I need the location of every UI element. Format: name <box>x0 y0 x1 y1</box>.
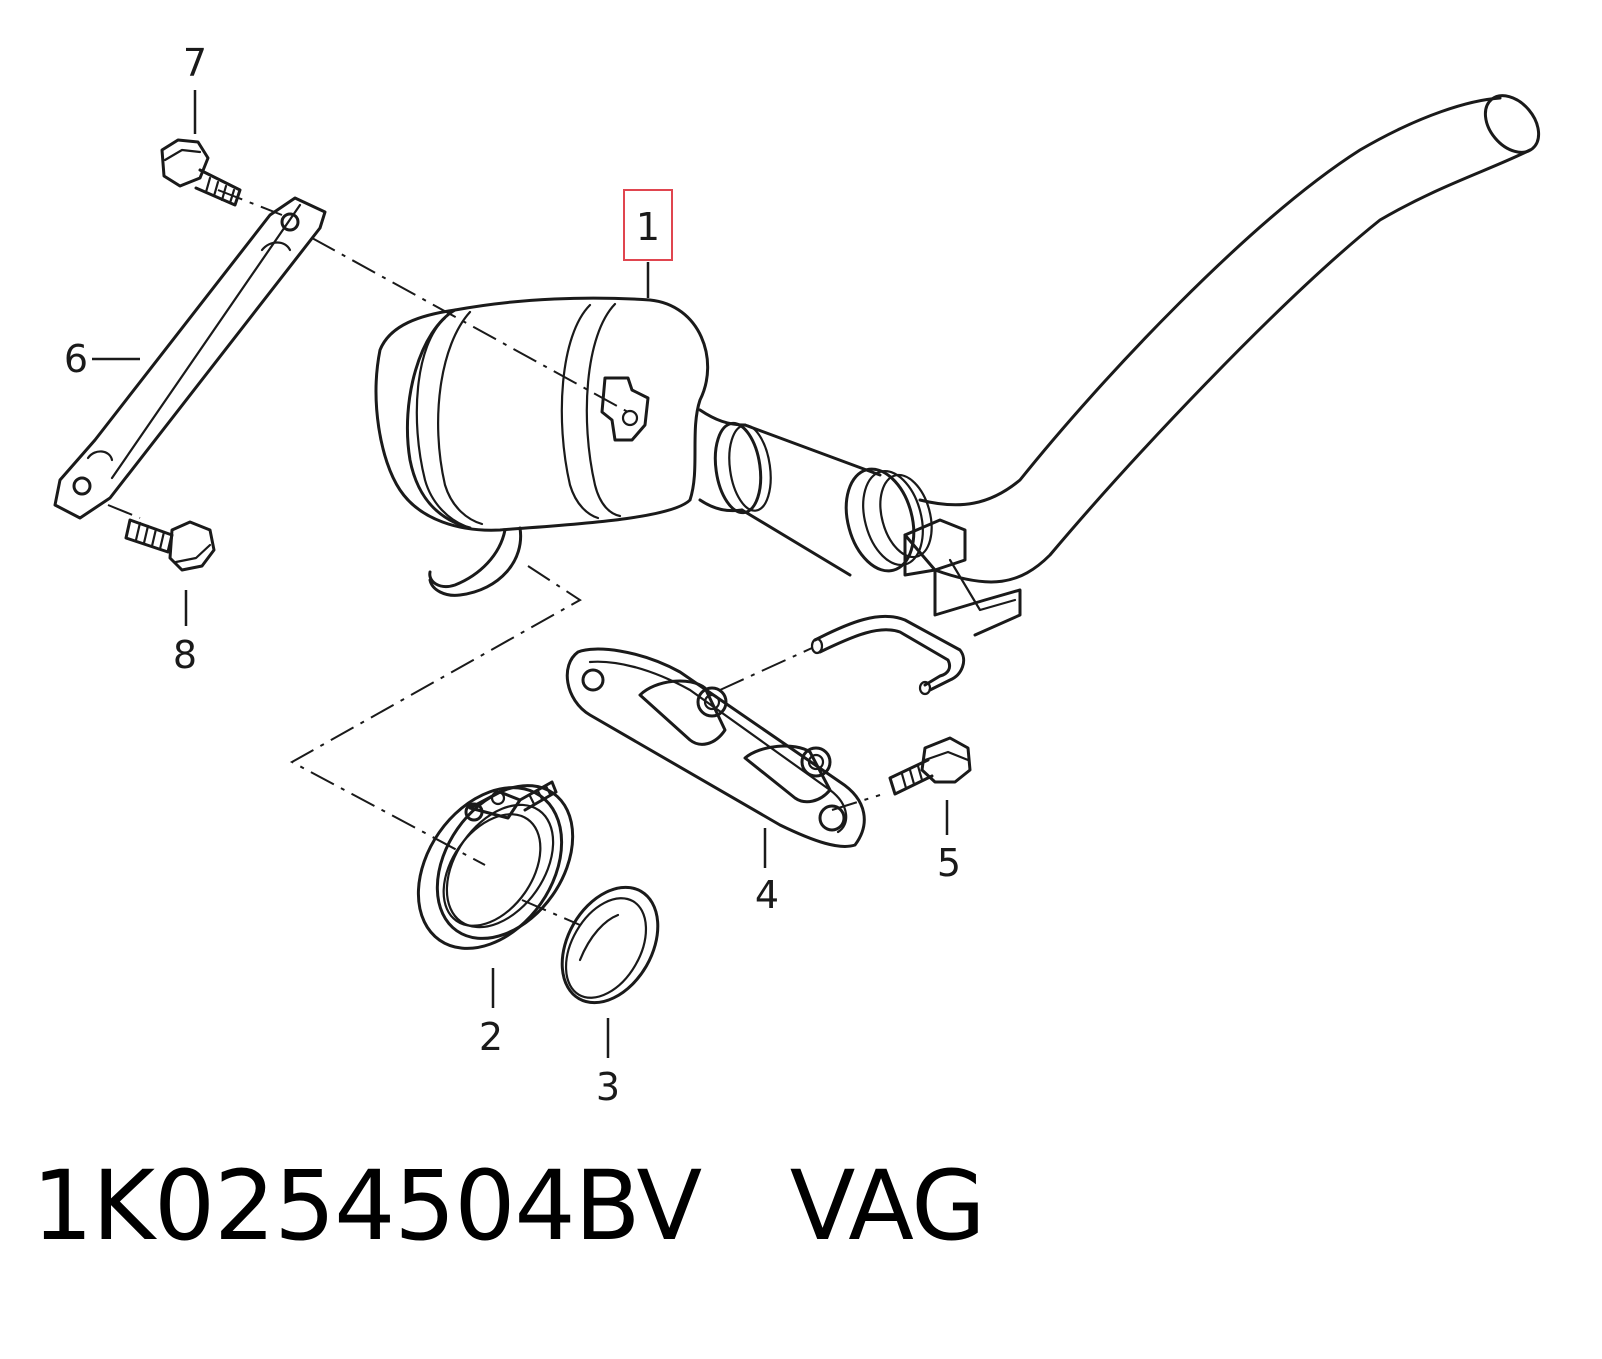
callout-3: 3 <box>596 1065 620 1109</box>
part-2-clamp <box>416 780 575 1008</box>
callout-1: 1 <box>636 205 660 249</box>
part-8-bolt <box>124 518 216 626</box>
part-7-bolt <box>160 90 242 207</box>
assembly-guide-lines <box>107 189 881 926</box>
callout-7: 7 <box>183 41 207 85</box>
part-1-catalytic-converter <box>374 94 1541 696</box>
part-number: 1K0254504BV <box>32 1150 702 1262</box>
callout-6: 6 <box>64 337 88 381</box>
callout-2: 2 <box>479 1015 503 1059</box>
callout-5: 5 <box>937 841 961 885</box>
part-6-support-bracket <box>53 196 327 520</box>
callout-4: 4 <box>755 873 779 917</box>
callout-labels: 1 2 3 4 5 6 7 8 <box>64 41 961 1109</box>
part-4-mounting-bracket <box>565 647 866 868</box>
callout-8: 8 <box>173 633 197 677</box>
brand-name: VAG <box>789 1150 986 1262</box>
part-5-bolt <box>888 736 972 835</box>
part-3-gasket <box>560 885 660 1058</box>
part-number-caption: 1K0254504BV VAG <box>32 1158 986 1254</box>
highlight-box <box>623 189 673 261</box>
